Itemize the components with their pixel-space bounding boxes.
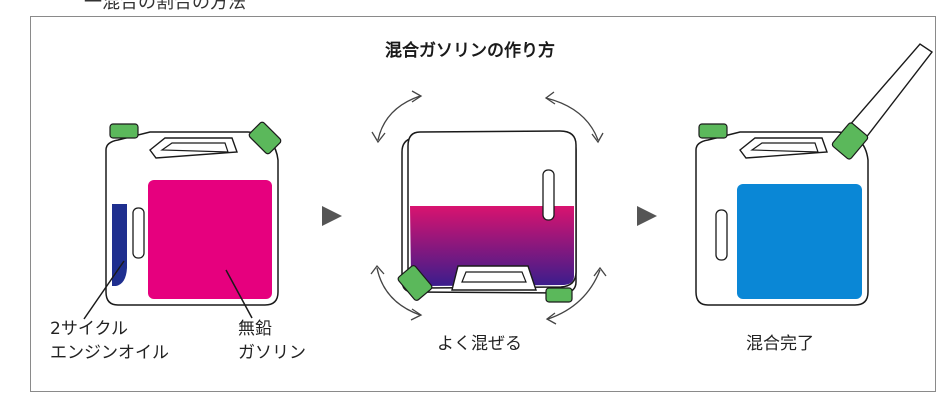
oil-fill [112, 204, 127, 286]
label-gas-line2: ガソリン [238, 343, 306, 363]
cap-icon [545, 287, 573, 303]
diagram-title: 混合ガソリンの作り方 [385, 41, 555, 61]
spout-icon [831, 43, 934, 160]
jerry-can-icon [105, 121, 282, 306]
label-shake: よく混ぜる [437, 334, 522, 354]
cap-icon [109, 123, 139, 139]
label-oil-line1: 2サイクル [50, 319, 128, 339]
rotate-arrow-icon [544, 91, 604, 144]
finished-fill [737, 184, 862, 299]
play-arrow-icon [322, 206, 342, 226]
cap-icon [397, 265, 433, 301]
gasoline-fill [148, 180, 272, 299]
header-fragment: 一混合の割合の方法 [84, 0, 246, 13]
label-oil-line2: エンジンオイル [50, 343, 169, 363]
label-gas-line1: 無鉛 [238, 319, 272, 339]
rotate-arrow-icon [370, 264, 423, 321]
rotate-arrow-icon [545, 266, 607, 325]
mixed-fill [410, 206, 574, 286]
cap-icon [698, 123, 728, 139]
cap-icon [248, 121, 282, 155]
play-arrow-icon [637, 206, 657, 226]
jerry-can-icon [695, 123, 869, 306]
label-done: 混合完了 [746, 334, 814, 354]
rotate-arrow-icon [371, 90, 423, 144]
